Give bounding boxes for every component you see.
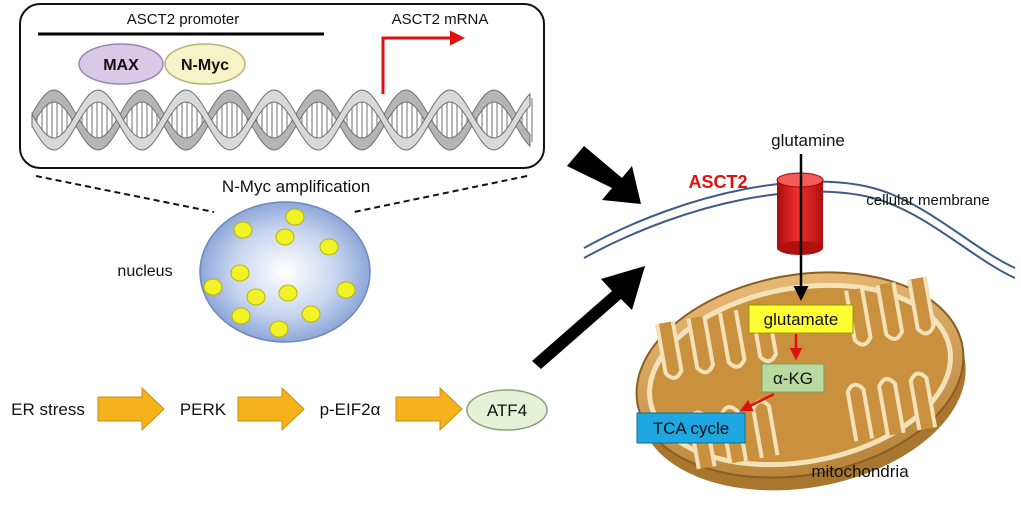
- amplified-gene-dot: [231, 307, 251, 325]
- dashed-connector-left: [35, 175, 215, 213]
- orange-arrow-2: [237, 386, 305, 432]
- tca-cycle-box: [636, 412, 746, 444]
- crista-fold: [907, 276, 936, 336]
- pathway-step-er-stress: ER stress: [11, 400, 85, 419]
- orange-arrow-1: [97, 386, 165, 432]
- crista-fold: [655, 320, 684, 380]
- amplification-label: N-Myc amplification: [222, 177, 370, 196]
- glutamate-label: glutamate: [764, 310, 839, 329]
- max-oval: [78, 43, 164, 85]
- mrna-label: ASCT2 mRNA: [392, 11, 489, 28]
- nucleus-label: nucleus: [117, 263, 172, 280]
- nmyc-oval: [164, 43, 246, 85]
- membrane-label: cellular membrane: [866, 192, 989, 209]
- crista-fold: [908, 371, 938, 431]
- amplified-gene-dot: [269, 320, 289, 338]
- tca-cycle-label: TCA cycle: [653, 419, 730, 438]
- cellular-membrane: [583, 180, 1016, 279]
- nucleus-body: [199, 201, 371, 343]
- nmyc-label: N-Myc: [181, 57, 229, 74]
- akg-label: α-KG: [773, 369, 813, 388]
- amplified-gene-dot: [336, 281, 356, 299]
- pathway-step-perk: PERK: [180, 400, 227, 419]
- crista-fold: [686, 315, 715, 375]
- membrane-line-inner: [583, 190, 1016, 279]
- promoter-label: ASCT2 promoter: [127, 11, 240, 28]
- orange-arrow-3: [395, 386, 463, 432]
- crista-fold: [844, 287, 873, 347]
- crista-fold: [718, 309, 747, 369]
- crista-fold: [877, 377, 906, 437]
- amplified-gene-dot: [246, 288, 266, 306]
- black-arrow-from-atf4: [532, 266, 645, 369]
- transcription-start-arrow: [381, 30, 465, 94]
- amplified-gene-dot: [278, 284, 298, 302]
- dna-panel: ASCT2 promoter MAX N-Myc ASCT2 mRNA: [19, 3, 545, 169]
- amplified-gene-dot: [230, 264, 250, 282]
- asct2-label: ASCT2: [688, 172, 747, 192]
- glutamate-box: [748, 304, 854, 334]
- mitochondria-label: mitochondria: [811, 462, 909, 481]
- nucleus: [199, 201, 371, 343]
- amplified-gene-dot: [233, 221, 253, 239]
- amplified-gene-dot: [275, 228, 295, 246]
- pathway-step-atf4: ATF4: [487, 401, 527, 420]
- glutamine-label: glutamine: [771, 131, 845, 150]
- amplified-gene-dot: [285, 208, 305, 226]
- max-label: MAX: [103, 57, 139, 74]
- amplified-gene-dot: [301, 305, 321, 323]
- akg-to-tca-arrow: [739, 392, 775, 412]
- dna-panel-frame: [19, 3, 545, 169]
- amplified-gene-dot: [203, 278, 223, 296]
- atf4-oval: [466, 389, 548, 431]
- crista-fold: [875, 282, 905, 341]
- dna-double-helix: [31, 89, 533, 151]
- akg-box: [761, 363, 825, 393]
- er-stress-pathway: ER stress PERK p-EIF2α ATF4: [11, 386, 548, 432]
- dna-strand-front: [31, 89, 531, 151]
- pathway-step-peif2a: p-EIF2α: [320, 400, 381, 419]
- black-arrow-from-nmyc: [567, 146, 641, 204]
- dna-strand-back: [31, 89, 531, 151]
- crista-fold: [845, 382, 875, 442]
- amplified-gene-dot: [319, 238, 339, 256]
- membrane-line-outer: [583, 180, 1016, 269]
- dashed-connector-right: [353, 175, 528, 213]
- amplified-gene-dots: [203, 208, 356, 338]
